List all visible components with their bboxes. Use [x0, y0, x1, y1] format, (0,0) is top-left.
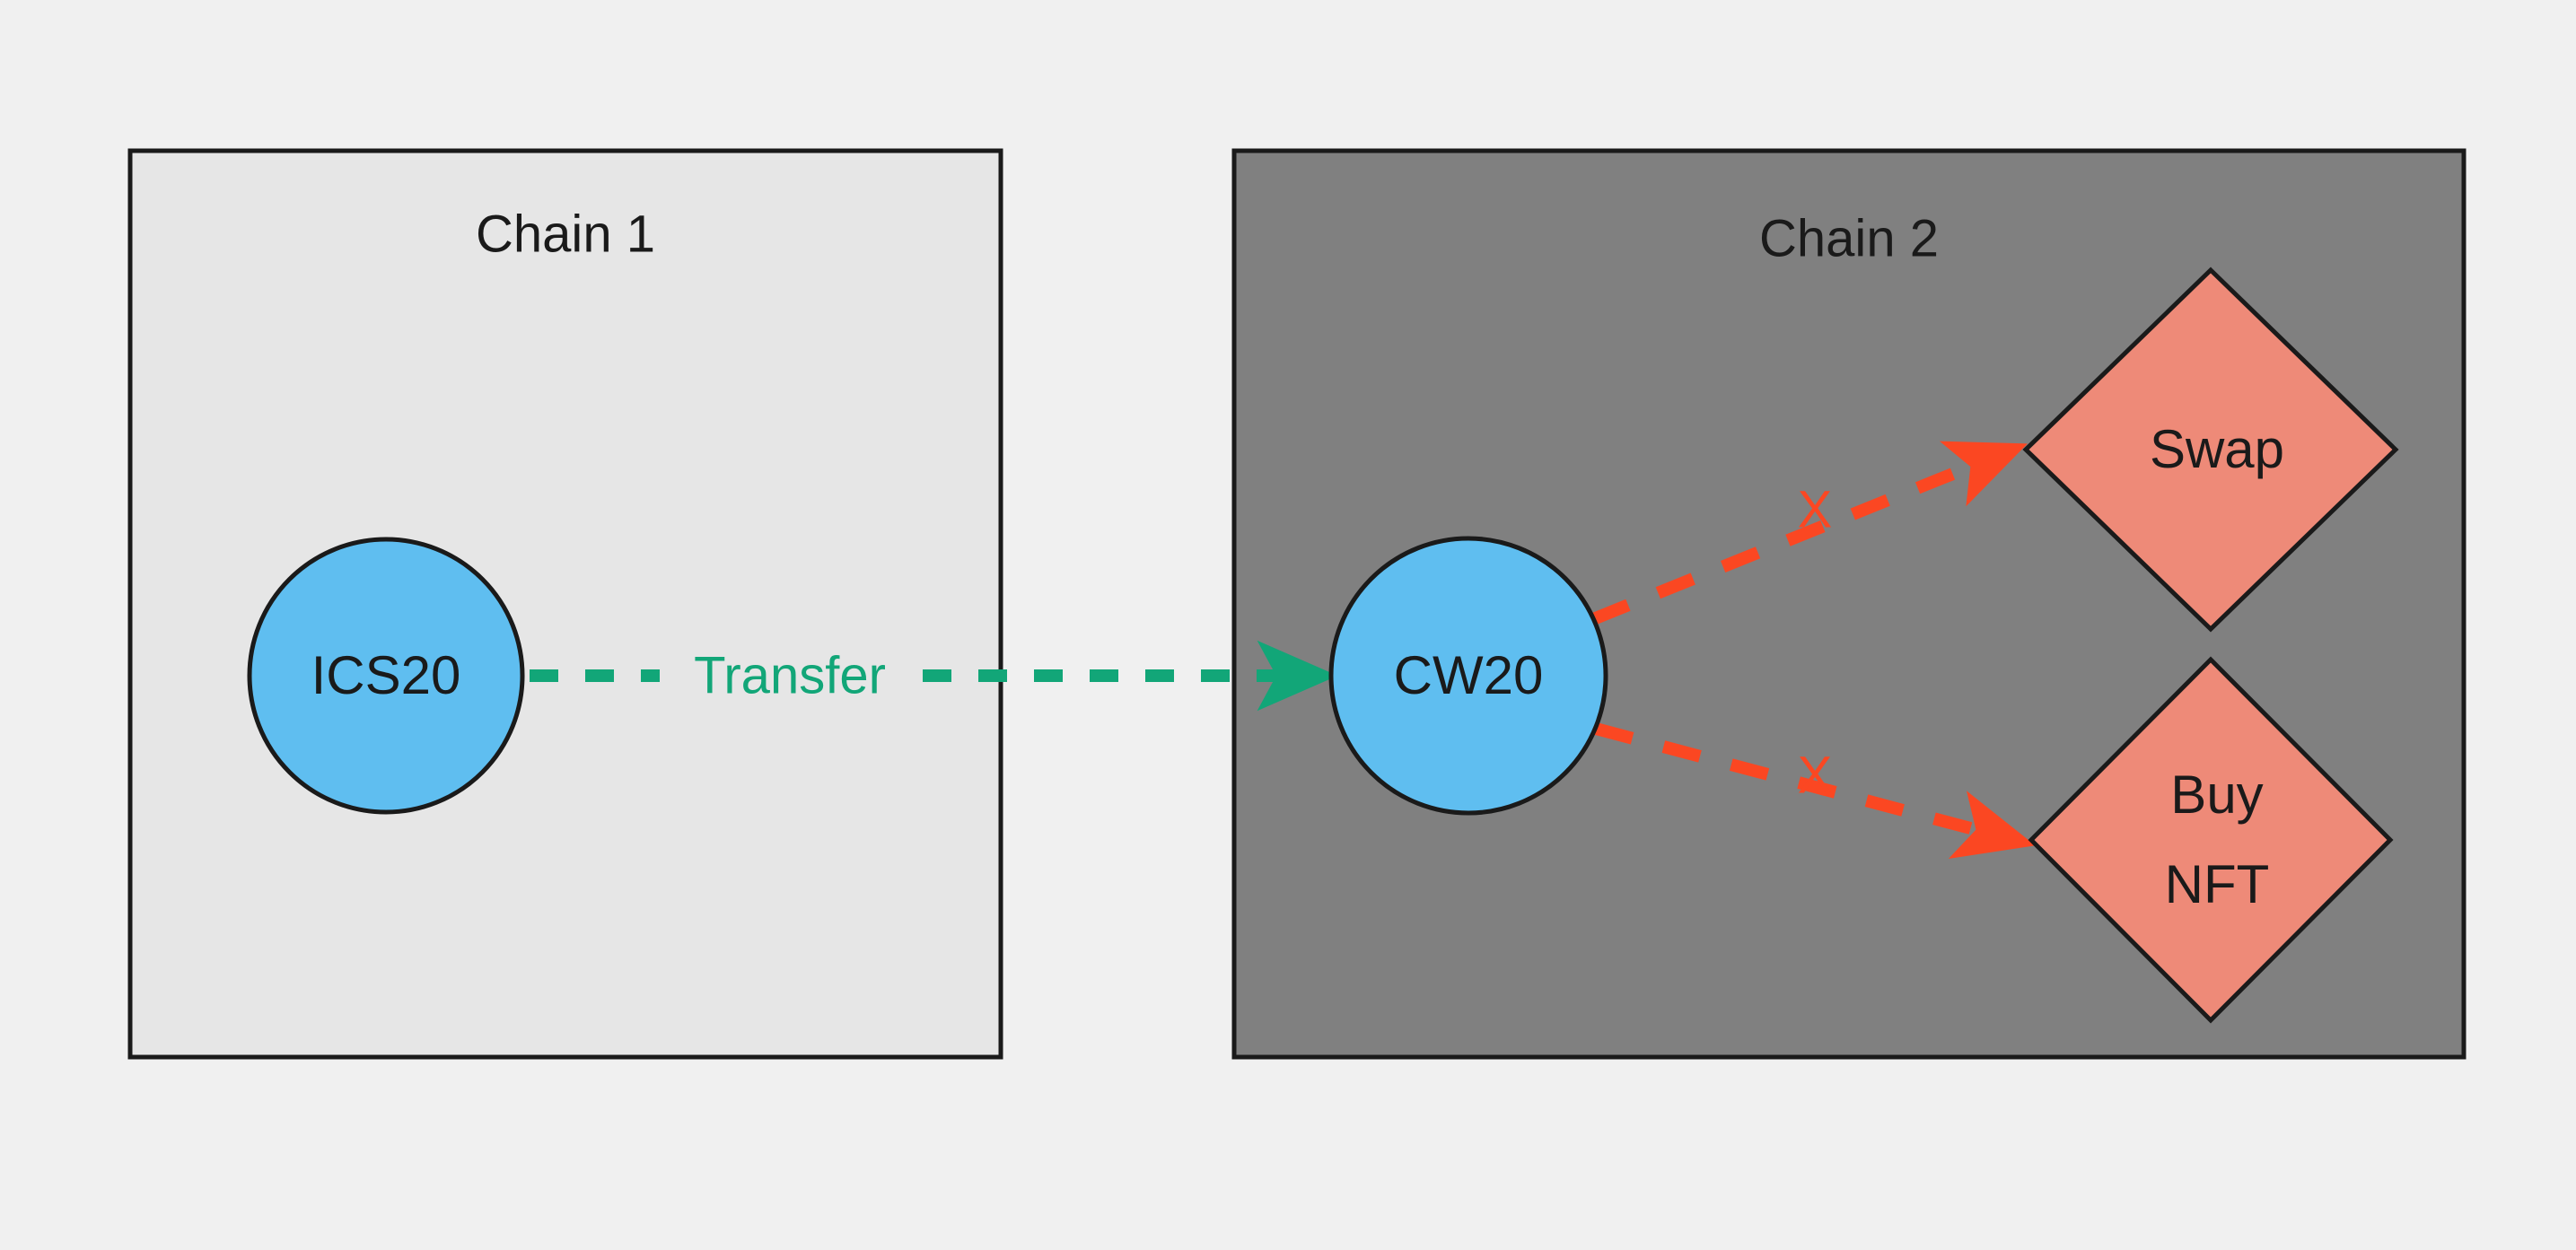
edge-cw20-to-swap-line	[1590, 441, 2028, 625]
node-buy-nft[interactable]: Buy NFT	[2028, 656, 2394, 1024]
chain1-box[interactable]	[127, 148, 1003, 1060]
chain1-title: Chain 1	[476, 205, 655, 263]
buy-nft-label-line1: Buy	[2170, 765, 2263, 825]
chain-container-chain1[interactable]: Chain 1	[127, 148, 1003, 1060]
swap-label: Swap	[2150, 419, 2284, 479]
cw20-label: CW20	[1394, 645, 1544, 705]
edge-cw20-to-swap[interactable]: X	[1590, 441, 2028, 625]
edge-cw20-to-buy-nft-label: X	[1798, 746, 1833, 804]
edge-transfer-label: Transfer	[694, 646, 886, 704]
edge-cw20-to-buy-nft[interactable]: X	[1594, 722, 2036, 860]
node-ics20[interactable]: ICS20	[247, 537, 525, 815]
chain2-title: Chain 2	[1759, 209, 1939, 267]
edge-cw20-to-buy-nft-line	[1594, 722, 2036, 860]
node-swap[interactable]: Swap	[2022, 267, 2399, 633]
cw20-circle[interactable]	[1328, 536, 1608, 816]
edge-transfer[interactable]: Transfer	[530, 640, 1338, 712]
buy-nft-diamond[interactable]	[2028, 656, 2394, 1024]
node-cw20[interactable]: CW20	[1328, 536, 1608, 816]
ics20-circle[interactable]	[247, 537, 525, 815]
edge-cw20-to-swap-label: X	[1798, 480, 1833, 538]
swap-diamond[interactable]	[2022, 267, 2399, 633]
buy-nft-label-line2: NFT	[2165, 854, 2270, 914]
ics20-label: ICS20	[311, 645, 461, 705]
